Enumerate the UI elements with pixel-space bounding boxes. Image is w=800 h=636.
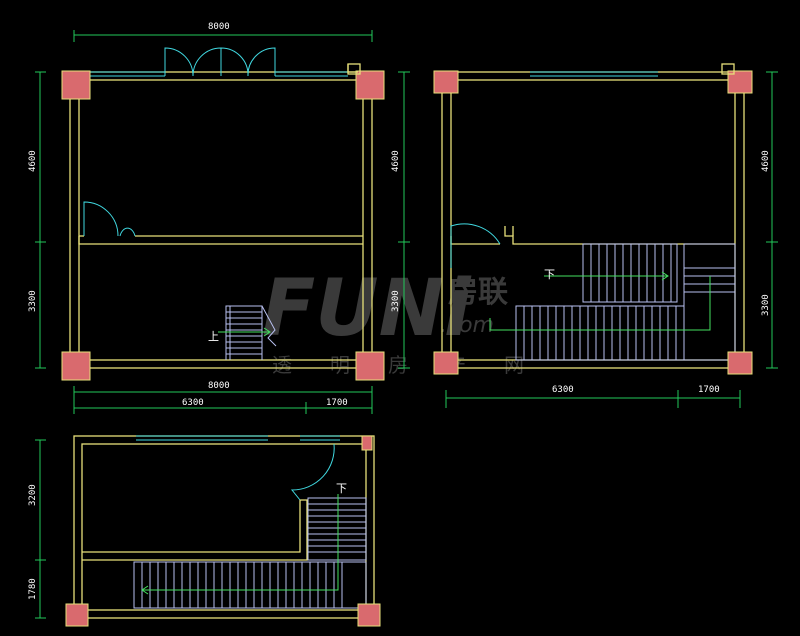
plan3-door (290, 443, 335, 501)
plan3-dim-left-upper: 3200 (28, 484, 38, 506)
plan3-stair: 下 (133, 482, 367, 609)
column (65, 603, 89, 627)
plan2-stair: 下 (489, 243, 736, 361)
plan3-dim-left-lower: 1780 (28, 578, 38, 600)
plan1-stair: 上 (208, 305, 277, 360)
plan1-dim-bottom-total: 8000 (208, 381, 230, 391)
plan1-dim-bottom-b: 1700 (326, 398, 348, 408)
plan2-dim-right: 4600 3300 (761, 71, 778, 369)
plan1-dim-left-lower: 3300 (28, 290, 38, 312)
column (61, 70, 91, 100)
watermark-sub-1: 透 (272, 353, 292, 377)
plan2-dim-bottom: 6300 1700 (445, 385, 741, 408)
plan-3: 3200 1780 (28, 435, 381, 627)
plan1-dim-right-lower: 3300 (391, 290, 401, 312)
plan-1: 8000 4600 3300 4600 3300 8000 (28, 22, 410, 414)
column (361, 435, 373, 451)
watermark-cn: 房联 (448, 275, 508, 310)
plan1-door-top (164, 47, 276, 77)
watermark-brand: FUNi (262, 264, 472, 354)
watermark-sub-3: 房 (388, 353, 408, 377)
plan3-walls (73, 435, 375, 619)
plan3-dim-left: 3200 1780 (28, 439, 46, 619)
column (727, 351, 753, 375)
plan1-dim-bottom: 8000 6300 1700 (73, 381, 373, 414)
plan1-dim-left-upper: 4600 (28, 150, 38, 172)
plan1-dim-right: 4600 3300 (391, 71, 410, 369)
plan2-dim-bottom-a: 6300 (552, 385, 574, 395)
column (727, 70, 753, 94)
plan1-dim-right-upper: 4600 (391, 150, 401, 172)
plan1-dim-top: 8000 (73, 22, 373, 42)
plan2-stair-label: 下 (544, 268, 555, 281)
plan1-window-top (90, 71, 348, 77)
plan-2: 4600 3300 6300 1700 (433, 63, 778, 408)
plan2-window-top (530, 71, 658, 77)
plan1-stair-label: 上 (208, 330, 219, 343)
watermark: FUNi 房联 .com 透 明 房 产 网 (262, 264, 524, 377)
plan1-dim-left: 4600 3300 (28, 71, 46, 369)
column (433, 70, 459, 94)
plan3-window-top (136, 435, 340, 441)
plan3-stair-label: 下 (336, 482, 347, 495)
plan2-door (450, 223, 501, 268)
plan2-dim-bottom-b: 1700 (698, 385, 720, 395)
watermark-sub-2: 明 (330, 353, 350, 377)
plan1-dim-top-text: 8000 (208, 22, 230, 32)
watermark-com: .com (440, 313, 494, 338)
column (355, 70, 385, 100)
column (355, 351, 385, 381)
plan2-dim-right-upper: 4600 (761, 150, 771, 172)
watermark-sub-5: 网 (504, 353, 524, 377)
plan1-dim-bottom-a: 6300 (182, 398, 204, 408)
plan2-dim-right-lower: 3300 (761, 294, 771, 316)
column (357, 603, 381, 627)
column (433, 351, 459, 375)
plan1-door-inner (83, 201, 136, 237)
column (61, 351, 91, 381)
